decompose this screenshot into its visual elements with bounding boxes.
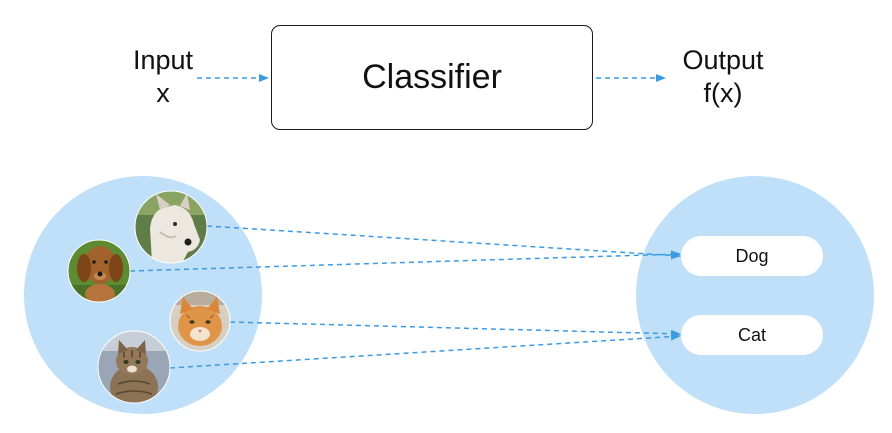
class-label-cat: Cat: [681, 315, 823, 355]
tabby-cat-photo-frame: [97, 330, 171, 404]
mapping-arrow-orange-cat: [229, 321, 681, 338]
class-label-cat-text: Cat: [737, 324, 766, 345]
classifier-box: Classifier: [271, 25, 593, 130]
input-label-line2: x: [156, 78, 170, 108]
orange-cat-photo-frame: [169, 290, 231, 352]
classifier-label: Classifier: [362, 58, 502, 96]
mapping-arrow-tabby: [169, 332, 681, 369]
white-dog-photo-frame: [134, 190, 208, 264]
mapping-arrow-white-dog: [206, 225, 681, 260]
class-label-dog-text: Dog: [735, 245, 769, 266]
output-classes-circle: [636, 176, 874, 414]
brown-puppy-photo-frame: [67, 239, 131, 303]
input-label-line1: Input: [132, 45, 194, 75]
mapping-arrow-puppy: [129, 250, 681, 272]
white-dog-photo: [135, 191, 207, 263]
output-label-line1: Output: [682, 45, 764, 75]
class-label-dog: Dog: [681, 236, 823, 276]
tabby-cat-photo: [98, 331, 170, 403]
orange-cat-photo: [170, 291, 230, 351]
output-label: Output f(x): [668, 44, 778, 110]
input-label: Input x: [118, 44, 208, 110]
output-label-line2: f(x): [703, 78, 743, 108]
